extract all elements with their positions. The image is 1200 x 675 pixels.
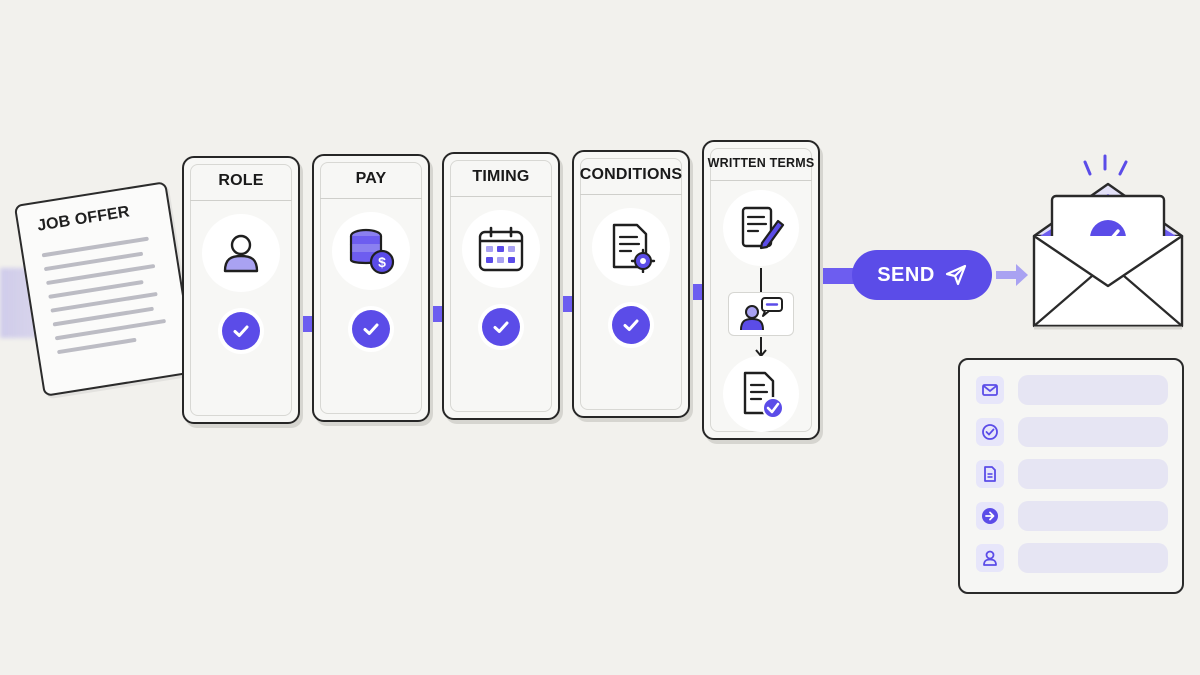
checkmark-icon [222, 312, 260, 350]
delivery-checklist-panel [958, 358, 1184, 594]
connector [818, 268, 858, 284]
coins-dollar-icon: $ [332, 212, 410, 290]
card-label: TIMING [472, 168, 530, 185]
job-offer-document: JOB OFFER [13, 181, 197, 397]
card-label: PAY [355, 170, 387, 187]
person-chat-icon [728, 292, 794, 336]
card-label: CONDITIONS [579, 166, 683, 183]
placeholder-bar [1018, 543, 1168, 573]
divider [190, 200, 292, 201]
envelope-check-icon [1030, 150, 1186, 340]
arrow-right-circle-icon [976, 502, 1004, 530]
card-label: WRITTEN TERMS [707, 156, 815, 170]
checkmark-icon [612, 306, 650, 344]
list-item[interactable] [976, 458, 1168, 490]
user-icon [976, 544, 1004, 572]
checkmark-icon [352, 310, 390, 348]
divider [450, 196, 552, 197]
card-label: ROLE [218, 172, 264, 189]
divider [580, 194, 682, 195]
step-card-written-terms[interactable]: WRITTEN TERMS [702, 140, 820, 440]
job-offer-title: JOB OFFER [36, 203, 131, 235]
step-card-pay[interactable]: PAY $ [312, 154, 430, 422]
check-circle-icon [976, 418, 1004, 446]
arrow-down-icon [753, 336, 769, 358]
list-item[interactable] [976, 500, 1168, 532]
step-card-timing[interactable]: TIMING [442, 152, 560, 420]
divider [710, 180, 812, 181]
arrow-right-icon [996, 262, 1030, 288]
person-icon [202, 214, 280, 292]
document-icon [976, 460, 1004, 488]
placeholder-bar [1018, 501, 1168, 531]
send-label: SEND [877, 263, 935, 286]
list-item[interactable] [976, 542, 1168, 574]
calendar-icon [462, 210, 540, 288]
list-item[interactable] [976, 416, 1168, 448]
mail-icon [976, 376, 1004, 404]
placeholder-bar [1018, 459, 1168, 489]
document-pen-icon [723, 190, 799, 266]
step-card-conditions[interactable]: CONDITIONS [572, 150, 690, 418]
checkmark-icon [482, 308, 520, 346]
placeholder-bar [1018, 375, 1168, 405]
list-item[interactable] [976, 374, 1168, 406]
placeholder-bar [1018, 417, 1168, 447]
step-card-role[interactable]: ROLE [182, 156, 300, 424]
send-button[interactable]: SEND [852, 250, 992, 300]
flow-line [760, 268, 762, 292]
document-gear-icon [592, 208, 670, 286]
paper-plane-icon [945, 264, 966, 286]
divider [320, 198, 422, 199]
document-check-icon [723, 356, 799, 432]
svg-text:$: $ [378, 254, 386, 270]
text-line [56, 337, 137, 355]
